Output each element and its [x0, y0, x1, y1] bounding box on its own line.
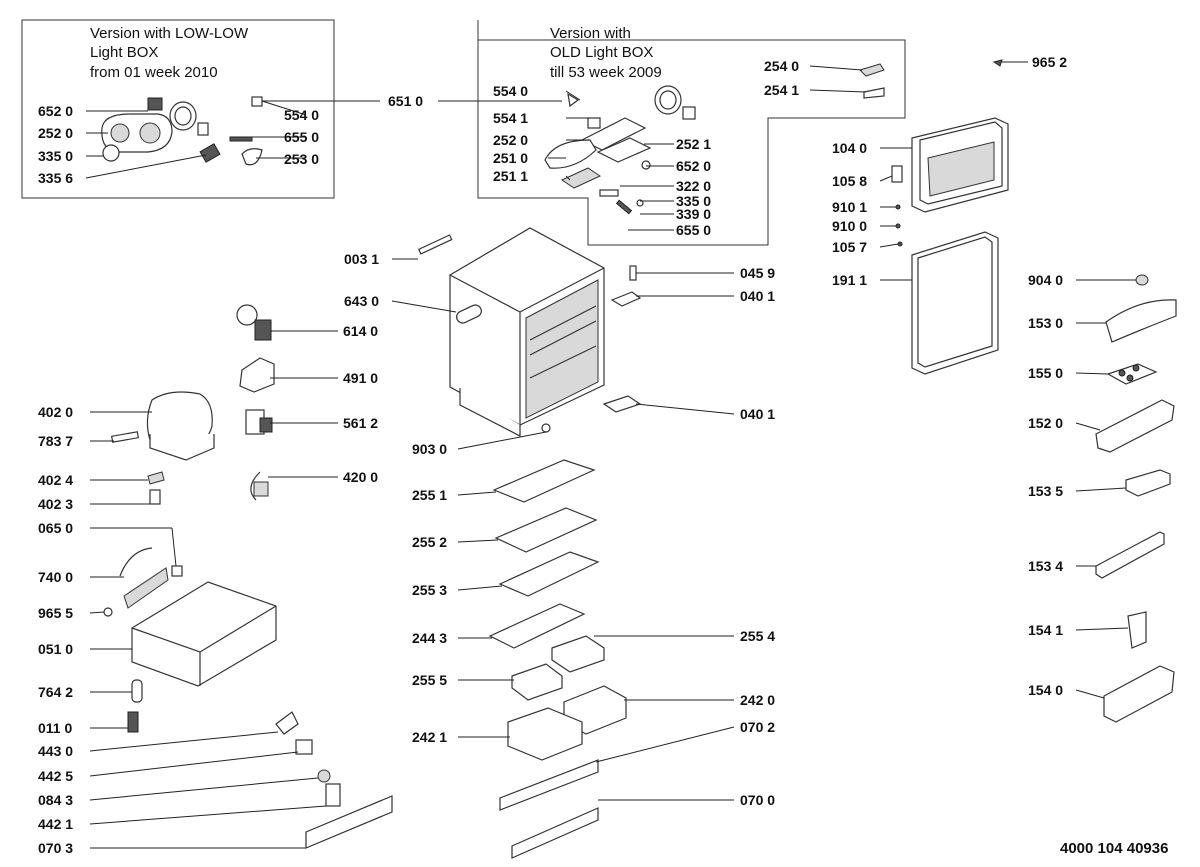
label-614-0: 614 0 [343, 323, 378, 339]
label-965-5: 965 5 [38, 605, 73, 621]
leader-lines [85, 61, 1136, 849]
cabinet [417, 227, 642, 437]
label-655-0-b: 655 0 [676, 222, 711, 238]
label-420-0: 420 0 [343, 469, 378, 485]
label-655-0-a: 655 0 [284, 129, 319, 145]
label-904-0: 904 0 [1028, 272, 1063, 288]
label-442-1: 442 1 [38, 816, 73, 832]
label-910-1: 910 1 [832, 199, 867, 215]
label-322-0: 322 0 [676, 178, 711, 194]
label-105-7: 105 7 [832, 239, 867, 255]
label-011-0: 011 0 [38, 720, 72, 736]
top-right-small-parts [859, 59, 1003, 99]
label-965-2: 965 2 [1032, 54, 1067, 70]
label-910-0: 910 0 [832, 218, 867, 234]
label-070-2: 070 2 [740, 719, 775, 735]
label-252-0-b: 252 0 [493, 132, 528, 148]
label-003-1: 003 1 [344, 251, 379, 267]
label-244-3: 244 3 [412, 630, 447, 646]
label-065-0: 065 0 [38, 520, 73, 536]
label-443-0: 443 0 [38, 743, 73, 759]
label-251-1: 251 1 [493, 168, 528, 184]
label-070-0: 070 0 [740, 792, 775, 808]
low-low-inset-frame [21, 19, 335, 199]
low-low-light-box-parts [101, 96, 263, 166]
label-255-3: 255 3 [412, 582, 447, 598]
old-lightbox-inset-frame [477, 20, 906, 246]
label-153-5: 153 5 [1028, 483, 1063, 499]
label-643-0: 643 0 [344, 293, 379, 309]
label-070-3: 070 3 [38, 840, 73, 856]
label-651-0: 651 0 [388, 93, 423, 109]
label-783-7: 783 7 [38, 433, 73, 449]
condenser-base [103, 547, 277, 733]
old-title-line-3: till 53 week 2009 [550, 64, 662, 81]
label-084-3: 084 3 [38, 792, 73, 808]
low-low-title-line-3: from 01 week 2010 [90, 64, 218, 81]
label-153-4: 153 4 [1028, 558, 1063, 574]
label-442-5: 442 5 [38, 768, 73, 784]
low-low-title-line-1: Version with LOW-LOW [90, 25, 249, 42]
label-154-0: 154 0 [1028, 682, 1063, 698]
label-740-0: 740 0 [38, 569, 73, 585]
label-335-0-a: 335 0 [38, 148, 73, 164]
label-554-0-b: 554 0 [493, 83, 528, 99]
label-652-0-b: 652 0 [676, 158, 711, 174]
label-252-1: 252 1 [676, 136, 711, 152]
label-253-0: 253 0 [284, 151, 319, 167]
label-242-1: 242 1 [412, 729, 447, 745]
shelves-and-drawers [488, 459, 627, 859]
door-assembly [891, 117, 1009, 247]
label-051-0: 051 0 [38, 641, 73, 657]
label-251-0: 251 0 [493, 150, 528, 166]
label-554-1: 554 1 [493, 110, 528, 126]
label-339-0: 339 0 [676, 206, 711, 222]
electrical-parts [236, 304, 275, 501]
label-252-0-a: 252 0 [38, 125, 73, 141]
label-402-3: 402 3 [38, 496, 73, 512]
label-104-0: 104 0 [832, 140, 867, 156]
label-105-8: 105 8 [832, 173, 867, 189]
old-title-line-2: OLD Light BOX [550, 44, 653, 61]
label-764-2: 764 2 [38, 684, 73, 700]
label-335-6: 335 6 [38, 170, 73, 186]
label-242-0: 242 0 [740, 692, 775, 708]
label-255-2: 255 2 [412, 534, 447, 550]
label-903-0: 903 0 [412, 441, 447, 457]
old-title-line-1: Version with [550, 25, 631, 42]
low-low-title-line-2: Light BOX [90, 44, 158, 61]
label-255-4: 255 4 [740, 628, 775, 644]
label-045-9: 045 9 [740, 265, 775, 281]
label-040-1-a: 040 1 [740, 288, 775, 304]
label-152-0: 152 0 [1028, 415, 1063, 431]
label-554-0-a: 554 0 [284, 107, 319, 123]
label-040-1-b: 040 1 [740, 406, 775, 422]
door-accessories [1095, 274, 1177, 723]
compressor [110, 391, 215, 505]
label-561-2: 561 2 [343, 415, 378, 431]
label-191-1: 191 1 [832, 272, 867, 288]
label-652-0-a: 652 0 [38, 103, 73, 119]
thermostat-parts [275, 711, 393, 849]
old-light-box-parts [544, 85, 696, 215]
label-254-1: 254 1 [764, 82, 799, 98]
document-number: 4000 104 40936 [1060, 840, 1168, 857]
label-255-1: 255 1 [412, 487, 447, 503]
door-gasket-inner [917, 236, 993, 368]
label-335-0-b: 335 0 [676, 193, 711, 209]
label-154-1: 154 1 [1028, 622, 1063, 638]
label-255-5: 255 5 [412, 672, 447, 688]
label-491-0: 491 0 [343, 370, 378, 386]
label-153-0: 153 0 [1028, 315, 1063, 331]
label-402-4: 402 4 [38, 472, 73, 488]
label-402-0: 402 0 [38, 404, 73, 420]
label-254-0: 254 0 [764, 58, 799, 74]
label-155-0: 155 0 [1028, 365, 1063, 381]
